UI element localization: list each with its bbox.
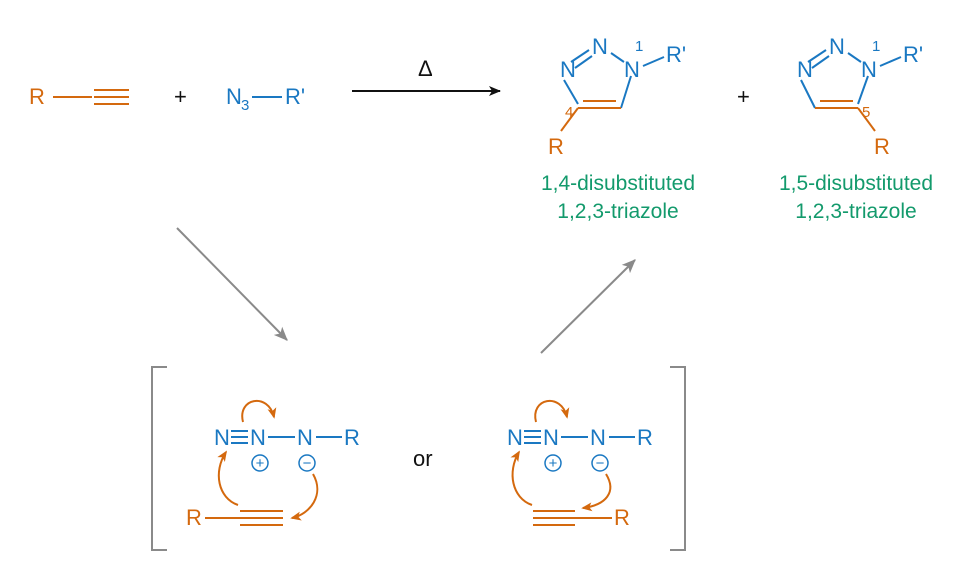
heat-delta-label: Δ	[418, 56, 433, 81]
ts1-curved-arrow-right	[290, 473, 319, 521]
ts2-n3-label: N	[590, 425, 606, 450]
ts2-positive-charge: +	[549, 455, 558, 472]
product-1-4-name-line1: 1,4-disubstituted	[541, 172, 695, 195]
left-bracket	[151, 366, 167, 551]
transition-state-1: N N N R + − R	[186, 400, 360, 530]
ring-n2-label: N	[829, 34, 845, 59]
azide-n-label: N	[226, 84, 242, 109]
ring-bond-n3-c4	[563, 79, 579, 105]
c5-r-bond	[857, 107, 876, 132]
ring-n1-label: N	[624, 57, 640, 82]
ts1-curved-arrow-top	[241, 400, 277, 423]
ts1-azide-r-label: R	[344, 425, 360, 450]
ring-bond-n2-n1	[610, 52, 625, 63]
ring-n3-label: N	[560, 57, 576, 82]
ts1-negative-charge-icon	[298, 454, 316, 472]
ts1-n2-label: N	[250, 425, 266, 450]
ts2-n2-label: N	[543, 425, 559, 450]
r-substituent-label: R	[874, 134, 890, 159]
ts1-curved-arrow-left	[217, 450, 239, 506]
ring-bond-n1-c5	[857, 75, 869, 105]
ts1-positive-charge: +	[256, 455, 265, 472]
alkyne-triple-bond	[94, 89, 129, 105]
azide-r-prime-label: R'	[285, 84, 305, 109]
alkyne-r-label: R	[29, 84, 45, 109]
ts2-negative-charge-icon	[591, 454, 609, 472]
ts2-positive-charge-icon	[544, 454, 562, 472]
ts1-positive-charge-icon	[251, 454, 269, 472]
ts1-alkyne-triple-bond	[240, 510, 283, 526]
ring-bond-n2-n1	[847, 52, 862, 63]
ring-n1-label: N	[861, 57, 877, 82]
ring-bond-n3-n2-double	[574, 55, 593, 69]
ts2-n1-label: N	[507, 425, 523, 450]
c4-r-bond	[560, 107, 579, 132]
position-4-number: 4	[565, 104, 573, 121]
position-5-number: 5	[862, 104, 870, 121]
right-bracket	[670, 366, 686, 551]
azide-reactant: N 3 R'	[226, 84, 305, 114]
ts2-alkyne-triple-bond	[533, 510, 575, 526]
r-prime-label: R'	[903, 42, 923, 67]
product-1-5-triazole: N N N 1 R' 5 R 1,5-disubstituted 1,2,3-t…	[779, 34, 933, 223]
r-prime-label: R'	[666, 42, 686, 67]
alkyne-reactant: R	[29, 84, 129, 109]
r-substituent-label: R	[548, 134, 564, 159]
position-1-number: 1	[635, 38, 643, 55]
arrow-to-products	[540, 259, 636, 354]
n1-r-prime-bond	[879, 56, 902, 67]
heat-reaction-arrow: Δ	[352, 56, 501, 96]
ts1-triple-bond	[231, 430, 248, 444]
ring-n3-label: N	[797, 57, 813, 82]
ring-bond-n3-n2	[807, 49, 827, 63]
arrow-to-transition-state	[176, 227, 288, 341]
ring-bond-n3-n2	[570, 49, 590, 63]
ts1-n1-label: N	[214, 425, 230, 450]
ts1-negative-charge: −	[303, 455, 312, 472]
ts2-curved-arrow-left	[510, 450, 533, 506]
ring-bond-n3-n2-double	[811, 55, 830, 69]
ts2-curved-arrow-top	[534, 400, 570, 423]
ts1-n3-label: N	[297, 425, 313, 450]
product-1-4-name-line2: 1,2,3-triazole	[557, 200, 678, 223]
n1-r-prime-bond	[642, 56, 665, 67]
position-1-number: 1	[872, 38, 880, 55]
ring-n2-label: N	[592, 34, 608, 59]
product-plus-sign: +	[737, 84, 750, 109]
ring-bond-n1-c5	[620, 75, 632, 109]
ts2-azide-r-label: R	[637, 425, 653, 450]
ring-bond-n3-c4	[800, 79, 816, 109]
azide-subscript: 3	[241, 97, 249, 114]
product-1-5-name-line2: 1,2,3-triazole	[795, 200, 916, 223]
reactant-plus-sign: +	[174, 84, 187, 109]
ts2-alkyne-r-label: R	[614, 505, 630, 530]
ts2-negative-charge: −	[596, 455, 605, 472]
ts2-triple-bond	[524, 430, 541, 444]
transition-state-2: N N N R + − R	[507, 400, 653, 530]
or-label: or	[413, 446, 433, 471]
product-1-5-name-line1: 1,5-disubstituted	[779, 172, 933, 195]
product-1-4-triazole: N N N 1 R' 4 R 1,4-disubstituted 1,2,3-t…	[541, 34, 695, 223]
ts2-curved-arrow-right	[581, 473, 612, 512]
ts1-alkyne-r-label: R	[186, 505, 202, 530]
